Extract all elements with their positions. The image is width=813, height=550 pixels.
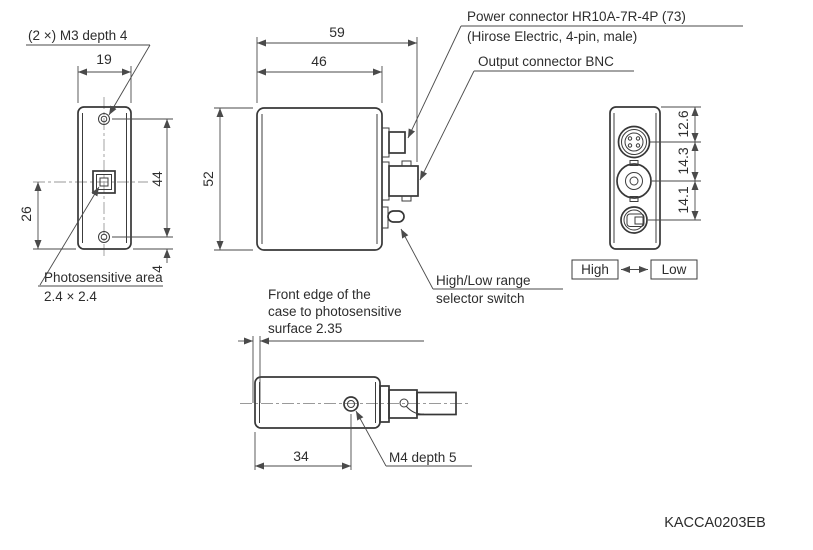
dim-rear-chain: 12.6 14.3 14.1 — [648, 106, 701, 221]
side-case — [256, 107, 383, 251]
dim-front-width: 19 — [77, 51, 132, 103]
note-m3: (2 ×) M3 depth 4 — [26, 28, 151, 116]
drawing-code: KACCA0203EB — [664, 515, 766, 531]
range-switch-profile — [381, 206, 405, 229]
dim-26-text: 26 — [18, 206, 34, 222]
dim-14-3-text: 14.3 — [675, 147, 691, 174]
range-switch-face — [620, 206, 648, 234]
note-range-switch: High/Low range selector switch — [400, 228, 563, 306]
photosensitive-square — [92, 170, 116, 194]
screw-hole-top — [98, 113, 110, 125]
bnc-connector-profile — [381, 160, 419, 202]
screw-hole-bottom — [98, 231, 110, 243]
high-low-legend: High Low — [571, 259, 698, 280]
note-photosensitive: Photosensitive area 2.4 × 2.4 — [38, 186, 163, 304]
dim-4-text: 4 — [149, 265, 165, 273]
low-label-box — [650, 259, 698, 280]
note-front-edge: Front edge of the case to photosensitive… — [238, 287, 424, 403]
dim-34-text: 34 — [293, 448, 309, 464]
bnc-connector-side — [379, 385, 457, 423]
front-view: 19 44 4 26 (2 ×) M3 depth 4 Photosen — [18, 28, 173, 304]
side-view: 59 46 52 Power connector HR10A-7R-4P (73… — [200, 9, 743, 306]
high-label-text: High — [581, 262, 609, 277]
range-switch-text-line2: selector switch — [436, 291, 525, 306]
front-edge-text-line1: Front edge of the — [268, 287, 371, 302]
note-output-connector: Output connector BNC — [419, 54, 634, 181]
range-switch-text-line1: High/Low range — [436, 273, 531, 288]
dim-12-6-text: 12.6 — [675, 110, 691, 137]
dim-19-text: 19 — [96, 51, 112, 67]
note-m4: M4 depth 5 — [355, 410, 472, 467]
dim-side-height: 52 — [200, 107, 253, 251]
dim-side-total-width: 59 — [256, 24, 418, 162]
dim-52-text: 52 — [200, 171, 216, 187]
m4-label-text: M4 depth 5 — [389, 450, 457, 465]
high-label-box — [571, 259, 619, 280]
note-m3-text: (2 ×) M3 depth 4 — [28, 28, 128, 43]
note-power-connector: Power connector HR10A-7R-4P (73) (Hirose… — [407, 9, 743, 139]
dim-44-text: 44 — [149, 171, 165, 187]
low-label-text: Low — [662, 262, 687, 277]
photosensitive-label-text: Photosensitive area — [44, 270, 163, 285]
dim-front-hole-span: 44 4 — [112, 118, 173, 273]
dim-bottom-hole-offset: 34 — [254, 414, 352, 470]
bnc-connector-face — [616, 160, 652, 202]
power-connector-text-line2: (Hirose Electric, 4-pin, male) — [467, 29, 637, 44]
rear-case — [609, 106, 661, 250]
dim-14-1-text: 14.1 — [675, 186, 691, 213]
bottom-view: Front edge of the case to photosensitive… — [238, 287, 472, 470]
power-connector-profile — [381, 127, 406, 158]
rear-view: 12.6 14.3 14.1 High Low — [571, 106, 701, 280]
front-edge-text-line2: case to photosensitive — [268, 304, 402, 319]
photosensitive-size-text: 2.4 × 2.4 — [44, 289, 97, 304]
dim-59-text: 59 — [329, 24, 345, 40]
m4-hole — [343, 396, 359, 412]
power-connector-face — [617, 125, 651, 159]
front-case — [77, 106, 132, 250]
dim-side-case-width: 46 — [257, 53, 383, 103]
dim-46-text: 46 — [311, 53, 327, 69]
front-edge-text-line3: surface 2.35 — [268, 321, 342, 336]
dim-front-center-to-bottom: 26 — [18, 182, 76, 250]
power-connector-text-line1: Power connector HR10A-7R-4P (73) — [467, 9, 686, 24]
output-connector-text: Output connector BNC — [478, 54, 614, 69]
